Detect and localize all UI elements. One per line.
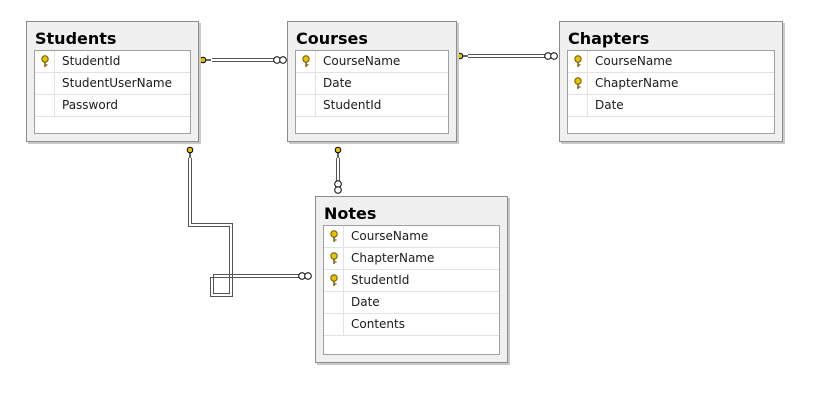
column-name: Date (323, 76, 352, 90)
row-selector (324, 248, 344, 269)
table-students[interactable]: Students StudentId StudentUserName Pass (26, 21, 199, 142)
relationship-students-notes[interactable] (186, 146, 312, 297)
infinity-icon (273, 56, 287, 64)
column-row-date[interactable]: Date (324, 292, 499, 314)
column-name: StudentId (351, 273, 410, 287)
key-icon (330, 230, 338, 242)
key-icon (456, 52, 468, 60)
key-icon (186, 146, 194, 158)
column-name: Password (62, 98, 119, 112)
table-title-courses: Courses (296, 29, 368, 48)
row-selector (324, 226, 344, 247)
column-name: ChapterName (351, 251, 435, 265)
row-selector (35, 95, 55, 116)
table-title-students: Students (35, 29, 117, 48)
row-selector (324, 292, 344, 313)
column-grid: CourseName ChapterName (323, 225, 500, 355)
row-selector (296, 95, 316, 116)
key-icon (41, 55, 49, 67)
row-selector (568, 95, 588, 116)
table-courses[interactable]: Courses CourseName Date StudentId (287, 21, 457, 142)
row-selector (324, 314, 344, 335)
infinity-icon (544, 52, 558, 60)
column-grid: StudentId StudentUserName Password (34, 50, 191, 134)
column-row-studentusername[interactable]: StudentUserName (35, 73, 190, 95)
column-row-date[interactable]: Date (568, 95, 774, 117)
column-row-contents[interactable]: Contents (324, 314, 499, 336)
column-row-studentid[interactable]: StudentId (296, 95, 448, 117)
table-title-chapters: Chapters (568, 29, 650, 48)
infinity-icon (334, 180, 342, 194)
key-icon (334, 146, 342, 158)
key-icon (199, 56, 211, 64)
row-selector (296, 51, 316, 72)
column-row-coursename[interactable]: CourseName (296, 51, 448, 73)
row-selector (35, 51, 55, 72)
table-notes[interactable]: Notes CourseName (315, 196, 508, 363)
column-name: StudentUserName (62, 76, 172, 90)
relationship-line (191, 158, 300, 297)
row-selector (568, 51, 588, 72)
column-name: Date (351, 295, 380, 309)
column-name: CourseName (595, 54, 673, 68)
column-row-coursename[interactable]: CourseName (324, 226, 499, 248)
table-title-notes: Notes (324, 204, 377, 223)
column-name: StudentId (323, 98, 382, 112)
table-chapters[interactable]: Chapters CourseName (559, 21, 783, 142)
key-icon (330, 274, 338, 286)
relationship-line (188, 158, 300, 294)
column-row-password[interactable]: Password (35, 95, 190, 117)
relationship-students-courses[interactable] (199, 56, 287, 64)
key-icon (330, 252, 338, 264)
row-selector (35, 73, 55, 94)
column-name: Date (595, 98, 624, 112)
column-name: ChapterName (595, 76, 679, 90)
key-icon (574, 77, 582, 89)
infinity-icon (298, 272, 312, 280)
column-row-date[interactable]: Date (296, 73, 448, 95)
column-row-studentid[interactable]: StudentId (324, 270, 499, 292)
column-name: CourseName (323, 54, 401, 68)
column-row-chaptername[interactable]: ChapterName (568, 73, 774, 95)
key-icon (302, 55, 310, 67)
column-grid: CourseName ChapterName Date (567, 50, 775, 134)
column-name: StudentId (62, 54, 121, 68)
row-selector (324, 270, 344, 291)
key-icon (574, 55, 582, 67)
row-selector (296, 73, 316, 94)
row-selector (568, 73, 588, 94)
column-name: CourseName (351, 229, 429, 243)
relationship-courses-notes[interactable] (334, 146, 342, 194)
column-row-coursename[interactable]: CourseName (568, 51, 774, 73)
column-name: Contents (351, 317, 405, 331)
column-row-chaptername[interactable]: ChapterName (324, 248, 499, 270)
column-row-studentid[interactable]: StudentId (35, 51, 190, 73)
column-grid: CourseName Date StudentId (295, 50, 449, 134)
relationship-courses-chapters[interactable] (456, 52, 558, 60)
